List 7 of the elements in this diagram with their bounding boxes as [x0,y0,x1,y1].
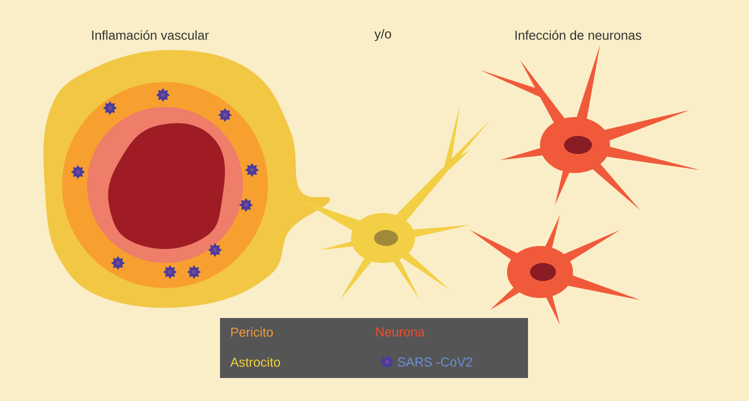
legend-entry: Astrocito [230,357,280,367]
heading-text: y/o [374,28,392,42]
heading-text: Infección de neuronas [515,30,642,40]
heading-text: Inflamación vascular [92,30,209,40]
legend-entry: SARS -CoV2 [398,357,472,367]
legend-entry: Pericito [231,327,273,337]
legend-entry: Neurona [376,328,425,337]
